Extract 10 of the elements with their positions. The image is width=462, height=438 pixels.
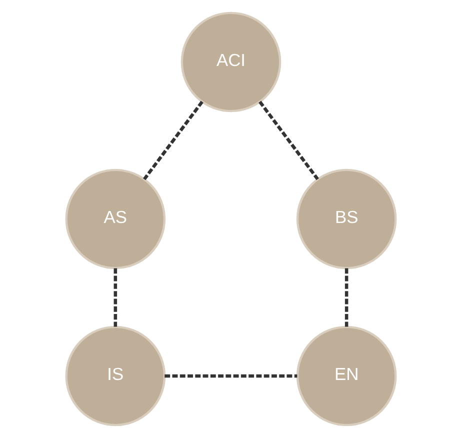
connector bbox=[143, 100, 204, 180]
connector bbox=[114, 268, 118, 327]
node-circle: IS bbox=[65, 326, 166, 426]
node-circle: AS bbox=[65, 168, 166, 270]
connector bbox=[344, 268, 348, 327]
node-circle: ACI bbox=[180, 12, 282, 112]
node-circle: BS bbox=[296, 168, 397, 270]
connector bbox=[164, 374, 298, 378]
connector bbox=[258, 100, 319, 180]
node-circle: EN bbox=[296, 326, 397, 426]
